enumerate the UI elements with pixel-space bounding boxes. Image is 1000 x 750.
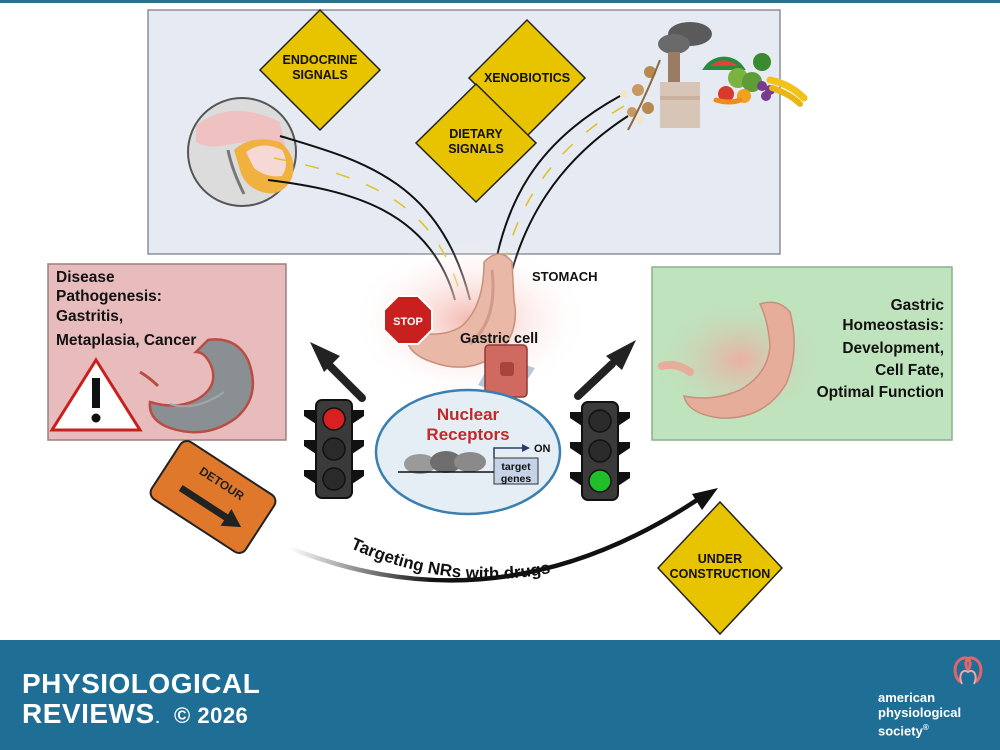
journal-name-dot: .	[155, 710, 161, 726]
endocrine-signals-sign: ENDOCRINE SIGNALS	[258, 8, 382, 132]
target-genes-box	[493, 457, 539, 485]
xenobiotics-line1: XENOBIOTICS	[484, 71, 570, 85]
disease-line2: Pathogenesis:	[56, 288, 162, 305]
dietary-line2: SIGNALS	[448, 142, 504, 156]
detour-sign: DETOUR	[149, 440, 277, 554]
food-and-factory-illustration	[620, 22, 808, 131]
journal-name-line2: REVIEWS. © 2026	[22, 698, 248, 730]
society-line3-text: society	[878, 723, 923, 739]
homeostasis-line2: Homeostasis:	[842, 317, 944, 334]
stop-label: STOP	[393, 316, 423, 328]
arrow-to-disease	[310, 342, 366, 402]
homeostasis-line1: Gastric	[891, 297, 945, 314]
disease-line3: Gastritis,	[56, 308, 123, 325]
construction-line1: UNDER	[698, 552, 742, 566]
target-line2: genes	[501, 473, 532, 485]
dietary-signals-sign: DIETARY SIGNALS	[414, 82, 538, 204]
dietary-line1: DIETARY	[449, 127, 503, 141]
warning-icon	[49, 357, 143, 432]
arrow-to-homeostasis	[574, 340, 636, 400]
transcription-arrow-icon	[493, 447, 522, 458]
nuclear-receptors-ellipse: Nuclear Receptors ON target genes	[374, 388, 562, 516]
dna-chromatin-icon	[398, 451, 500, 474]
targeting-curve-arrow	[289, 488, 718, 583]
disease-line1: Disease	[56, 269, 115, 286]
under-construction-sign: UNDER CONSTRUCTION	[656, 500, 784, 636]
endocrine-line2: SIGNALS	[292, 68, 348, 82]
top-accent-line	[0, 0, 1000, 3]
diseased-stomach-illustration	[139, 338, 255, 434]
gastric-cell-illustration	[478, 344, 535, 398]
disease-text: Disease Pathogenesis: Gastritis, Metapla…	[56, 269, 196, 349]
disease-line4: Metaplasia, Cancer	[56, 332, 196, 349]
nr-line2: Receptors	[426, 425, 509, 444]
society-name: american physiological society®	[878, 690, 961, 738]
homeostasis-line4: Cell Fate,	[875, 362, 944, 379]
healthy-stomach-illustration	[658, 301, 795, 419]
pituitary-illustration	[187, 97, 297, 207]
homeostasis-line5: Optimal Function	[817, 384, 944, 401]
copyright-text: © 2026	[174, 703, 249, 728]
society-logo-icon	[953, 656, 983, 685]
society-line2: physiological	[878, 705, 962, 720]
stomach-label: STOMACH	[532, 269, 597, 284]
traffic-light-green	[570, 401, 630, 501]
journal-name-reviews: REVIEWS	[22, 698, 155, 729]
journal-name-line1: PHYSIOLOGICAL	[22, 668, 261, 699]
nr-line1: Nuclear	[437, 405, 500, 424]
endocrine-line1: ENDOCRINE	[282, 53, 357, 67]
homeostasis-line3: Development,	[842, 340, 944, 357]
graphical-abstract-diagram: ENDOCRINE SIGNALS XENOBIOTICS DIETARY SI…	[47, 8, 953, 636]
traffic-light-red	[304, 399, 364, 499]
stop-sign: STOP	[383, 295, 433, 345]
gastric-cell-label: Gastric cell	[460, 331, 538, 347]
registered-mark: ®	[922, 723, 929, 732]
central-stomach-illustration	[406, 253, 517, 368]
homeostasis-text: Gastric Homeostasis: Development, Cell F…	[817, 297, 945, 401]
society-line1: american	[878, 690, 936, 705]
journal-footer: PHYSIOLOGICAL REVIEWS. © 2026 american ph…	[0, 640, 1000, 750]
society-line3: society®	[878, 720, 961, 738]
target-line1: target	[501, 461, 531, 473]
construction-line2: CONSTRUCTION	[670, 567, 771, 581]
on-label: ON	[534, 443, 551, 455]
